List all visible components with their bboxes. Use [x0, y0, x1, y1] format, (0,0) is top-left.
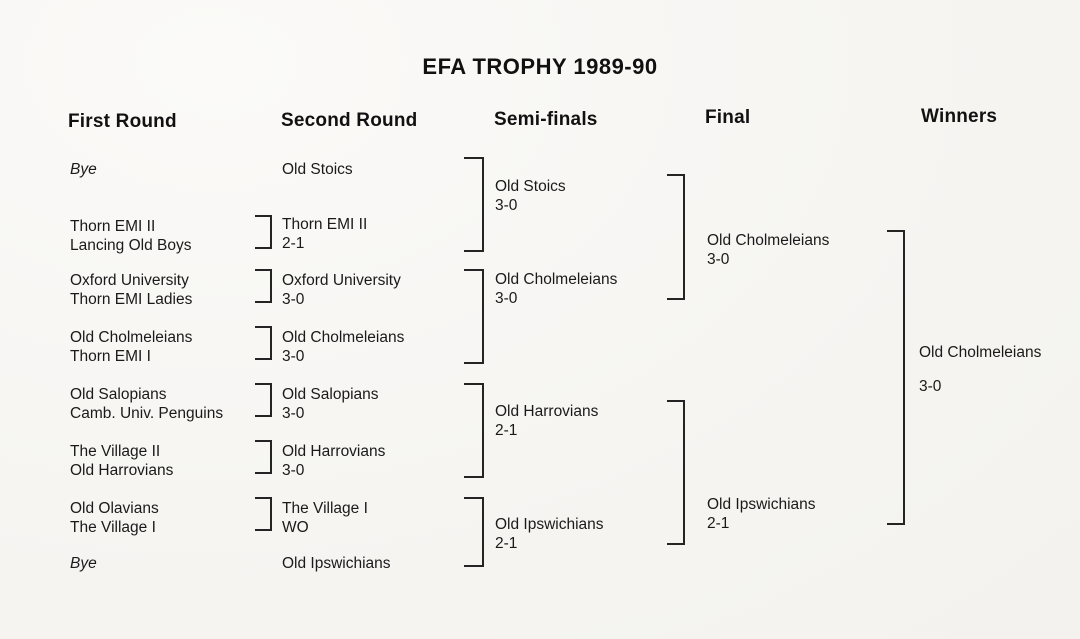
- bracket-connector-sf-bottom: [667, 400, 685, 545]
- bracket-connector-sf-top: [667, 174, 685, 300]
- team-name: Old Ipswichians: [495, 516, 604, 533]
- second-round-entry-4: Old Cholmeleians 3-0: [282, 328, 404, 366]
- team-name: Thorn EMI I: [70, 348, 151, 365]
- team-name: Camb. Univ. Penguins: [70, 405, 224, 422]
- team-name: Old Cholmeleians: [495, 271, 618, 288]
- match-score: 2-1: [495, 535, 518, 552]
- second-round-entry-1: Old Stoics: [282, 160, 353, 179]
- second-round-entry-3: Oxford University 3-0: [282, 271, 401, 309]
- team-name: Old Harrovians: [282, 443, 386, 460]
- team-name: Old Ipswichians: [707, 496, 816, 513]
- team-name: The Village II: [70, 443, 161, 460]
- second-round-entry-6: Old Harrovians 3-0: [282, 442, 385, 480]
- semi-final-entry-4: Old Ipswichians 2-1: [495, 515, 604, 553]
- team-name: Old Ipswichians: [282, 555, 391, 572]
- semi-final-entry-1: Old Stoics 3-0: [495, 177, 566, 215]
- match-score: 2-1: [495, 422, 518, 439]
- column-header-semi-finals: Semi-finals: [494, 109, 598, 130]
- bracket-connector-r2-m2: [464, 269, 484, 364]
- team-name: The Village I: [70, 519, 156, 536]
- match-score: 3-0: [282, 405, 305, 422]
- bracket-connector-final: [887, 230, 905, 525]
- team-name: Thorn EMI II: [282, 216, 368, 233]
- bracket-connector-r1-m4: [255, 383, 272, 417]
- team-name: Old Stoics: [282, 161, 353, 178]
- team-name: Bye: [70, 555, 97, 572]
- bracket-connector-r2-m4: [464, 497, 484, 567]
- page-title: EFA TROPHY 1989-90: [422, 54, 658, 79]
- team-name: Lancing Old Boys: [70, 237, 192, 254]
- match-score: 3-0: [282, 348, 305, 365]
- match-score: 3-0: [282, 462, 305, 479]
- team-name: Old Harrovians: [70, 462, 174, 479]
- column-header-final: Final: [705, 107, 751, 128]
- match-score: 3-0: [919, 378, 942, 395]
- team-name: Old Cholmeleians: [70, 329, 193, 346]
- first-round-match-6: Old Olavians The Village I: [70, 499, 159, 537]
- first-round-match-2: Oxford University Thorn EMI Ladies: [70, 271, 192, 309]
- team-name: The Village I: [282, 500, 368, 517]
- final-entry-2: Old Ipswichians 2-1: [707, 495, 816, 533]
- team-name: Old Harrovians: [495, 403, 599, 420]
- bracket-connector-r1-m2: [255, 269, 272, 303]
- bracket-connector-r1-m1: [255, 215, 272, 249]
- team-name: Thorn EMI Ladies: [70, 291, 193, 308]
- match-score: 2-1: [707, 515, 730, 532]
- team-name: Old Cholmeleians: [707, 232, 830, 249]
- second-round-entry-8: Old Ipswichians: [282, 554, 391, 573]
- team-name: Old Cholmeleians: [919, 344, 1042, 361]
- second-round-entry-7: The Village I WO: [282, 499, 368, 537]
- team-name: Old Stoics: [495, 178, 566, 195]
- first-round-match-3: Old Cholmeleians Thorn EMI I: [70, 328, 192, 366]
- match-score: 2-1: [282, 235, 305, 252]
- first-round-match-1: Thorn EMI II Lancing Old Boys: [70, 217, 192, 255]
- semi-final-entry-2: Old Cholmeleians 3-0: [495, 270, 617, 308]
- team-name: Thorn EMI II: [70, 218, 156, 235]
- match-score: 3-0: [495, 197, 518, 214]
- match-score: 3-0: [707, 251, 730, 268]
- column-header-second-round: Second Round: [281, 110, 418, 131]
- bracket-connector-r2-m3: [464, 383, 484, 478]
- second-round-entry-2: Thorn EMI II 2-1: [282, 215, 367, 253]
- bracket-connector-r2-m1: [464, 157, 484, 252]
- team-name: Old Salopians: [70, 386, 167, 403]
- second-round-entry-5: Old Salopians 3-0: [282, 385, 379, 423]
- first-round-entry-bye-bottom: Bye: [70, 554, 97, 573]
- first-round-match-5: The Village II Old Harrovians: [70, 442, 173, 480]
- final-entry-1: Old Cholmeleians 3-0: [707, 231, 829, 269]
- team-name: Old Salopians: [282, 386, 379, 403]
- semi-final-entry-3: Old Harrovians 2-1: [495, 402, 598, 440]
- team-name: Old Cholmeleians: [282, 329, 405, 346]
- bracket-connector-r1-m5: [255, 440, 272, 474]
- winner-entry: Old Cholmeleians 3-0: [919, 343, 1041, 396]
- bracket-connector-r1-m6: [255, 497, 272, 531]
- team-name: Old Olavians: [70, 500, 159, 517]
- column-header-winners: Winners: [921, 106, 998, 127]
- match-score: 3-0: [282, 291, 305, 308]
- team-name: Oxford University: [70, 272, 189, 289]
- match-score: WO: [282, 519, 309, 536]
- bracket-connector-r1-m3: [255, 326, 272, 360]
- column-header-first-round: First Round: [68, 111, 177, 132]
- team-name: Oxford University: [282, 272, 401, 289]
- team-name: Bye: [70, 161, 97, 178]
- first-round-entry-bye-top: Bye: [70, 160, 97, 179]
- first-round-match-4: Old Salopians Camb. Univ. Penguins: [70, 385, 223, 423]
- match-score: 3-0: [495, 290, 518, 307]
